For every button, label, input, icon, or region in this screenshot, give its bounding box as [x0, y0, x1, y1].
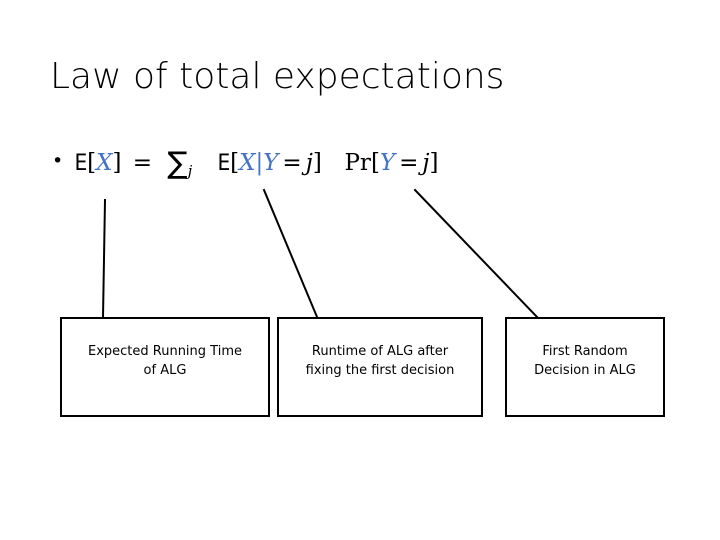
sum-subscript: j — [187, 162, 193, 180]
connector-to-runtime-after-fixing — [262, 188, 319, 319]
callout-line-2: Decision in ALG — [534, 363, 636, 378]
expectation-symbol-1: E — [74, 151, 88, 176]
equals-sign-3: = — [399, 150, 419, 176]
callout-box-expected-running-time: Expected Running Time of ALG — [60, 317, 270, 417]
summation-operator: ∑j — [167, 146, 192, 181]
bracket-open-1: [ — [87, 150, 97, 176]
callout-line-1: Runtime of ALG after — [311, 344, 449, 359]
variable-y-1: Y — [263, 150, 279, 176]
conditional-bar: | — [255, 150, 264, 176]
bullet-formula-row: • E[X] = ∑j E[X|Y=j] Pr[Y=j] — [52, 146, 439, 181]
formula-expression: E[X] = ∑j E[X|Y=j] Pr[Y=j] — [74, 146, 439, 181]
page-title: Law of total expectations — [50, 56, 505, 97]
bullet-marker-icon: • — [52, 150, 64, 172]
expectation-symbol-2: E — [217, 151, 231, 176]
callout-box-runtime-after-fixing: Runtime of ALG after fixing the first de… — [277, 317, 483, 417]
callout-line-1: First Random — [542, 344, 628, 359]
connector-to-expected-running-time — [101, 198, 107, 319]
callout-box-first-random-decision: First Random Decision in ALG — [505, 317, 665, 417]
bracket-close-3: ] — [429, 150, 439, 176]
variable-j-1: j — [305, 150, 313, 176]
equals-sign-2: = — [282, 150, 302, 176]
bracket-open-3: [ — [370, 150, 380, 176]
variable-x-1: X — [96, 150, 113, 176]
variable-x-2: X — [239, 150, 256, 176]
connector-to-first-random-decision — [413, 188, 539, 319]
callout-text-block: Expected Running Time of ALG — [82, 342, 248, 380]
probability-symbol: Pr — [344, 150, 371, 176]
callout-text-block: Runtime of ALG after fixing the first de… — [300, 342, 461, 380]
callout-line-2: of ALG — [143, 363, 187, 378]
callout-text-block: First Random Decision in ALG — [528, 342, 642, 380]
bracket-open-2: [ — [230, 150, 240, 176]
variable-y-2: Y — [379, 150, 396, 176]
equals-sign-1: = — [132, 150, 153, 176]
bracket-close-1: ] — [112, 150, 122, 176]
callout-line-2: fixing the first decision — [305, 363, 455, 378]
sum-symbol: ∑ — [167, 146, 188, 181]
variable-j-2: j — [422, 150, 430, 176]
bracket-close-2: ] — [312, 150, 322, 176]
callout-line-1: Expected Running Time — [87, 344, 242, 359]
